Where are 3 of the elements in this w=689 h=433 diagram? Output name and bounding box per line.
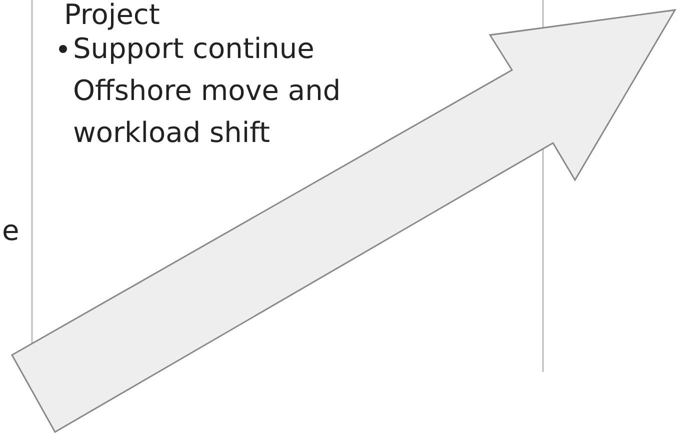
label-text: e — [2, 214, 20, 247]
bullet-text: Support continue Offshore move and workload shift — [73, 32, 341, 149]
label-text: Project — [64, 0, 160, 31]
